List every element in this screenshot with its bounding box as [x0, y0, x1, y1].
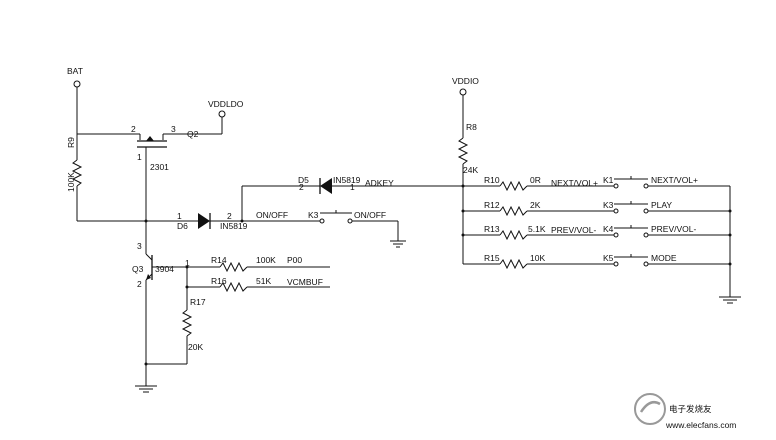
d6-ref: D6 [177, 221, 188, 231]
q3-emitter-pin: 2 [137, 279, 142, 289]
watermark: 电子发烧友 www.elecfans.com [634, 393, 736, 430]
r16-value: 51K [256, 276, 271, 286]
r8-value: 24K [463, 165, 478, 175]
resistor-r14: R14 100K P00 [187, 255, 330, 273]
q2-source-pin: 2 [131, 124, 136, 134]
key-row-play: R12 2K K3 PLAY [461, 200, 730, 217]
q2-ref: Q2 [187, 129, 199, 139]
r10-ref: R10 [484, 175, 500, 185]
k3-onoff-label: ON/OFF [354, 210, 386, 220]
r9-ref: R9 [66, 137, 76, 148]
q3-ref: Q3 [132, 264, 144, 274]
next-vol-up-net-label: NEXT/VOL+ [551, 178, 598, 188]
resistor-r9: R9 100K [66, 134, 83, 221]
d5-ref: D5 [298, 175, 309, 185]
r15-ref: R15 [484, 253, 500, 263]
onoff-net-label: ON/OFF [256, 210, 288, 220]
watermark-url: www.elecfans.com [665, 420, 736, 430]
d6-cathode-pin: 2 [227, 211, 232, 221]
resistor-r16: R16 51K VCMBUF [185, 265, 330, 310]
r12-value: 2K [530, 200, 541, 210]
ground-symbol [135, 362, 157, 393]
k4-ref: K4 [603, 224, 614, 234]
r14-ref: R14 [211, 255, 227, 265]
r14-value: 100K [256, 255, 276, 265]
d6-part: IN5819 [220, 221, 248, 231]
switch-k3-onoff: K3 ON/OFF [308, 210, 406, 248]
q2-part: 2301 [150, 162, 169, 172]
key-row-prev: R13 5.1K PREV/VOL- K4 PREV/VOL- [461, 224, 730, 241]
r9-value: 100K [66, 172, 76, 192]
diode-d6: 1 2 D6 IN5819 ON/OFF [77, 210, 320, 231]
d6-anode-pin: 1 [177, 211, 182, 221]
vddldo-label: VDDLDO [208, 99, 244, 109]
k1-ref: K1 [603, 175, 614, 185]
q3-base-pin: 1 [185, 258, 190, 268]
resistor-r8: R8 24K [457, 122, 478, 264]
vcmbuf-net-label: VCMBUF [287, 277, 323, 287]
bat-terminal: BAT [67, 66, 83, 134]
q2-drain-pin: 3 [171, 124, 176, 134]
r8-ref: R8 [466, 122, 477, 132]
k3-play-label: PLAY [651, 200, 672, 210]
adkey-net-label: ADKEY [365, 178, 394, 188]
key-row-mode: R15 10K K5 MODE [463, 253, 730, 270]
r15-value: 10K [530, 253, 545, 263]
k3-play-ref: K3 [603, 200, 614, 210]
p00-net-label: P00 [287, 255, 302, 265]
vddio-label: VDDIO [452, 76, 479, 86]
q2-gate-pin: 1 [137, 152, 142, 162]
vddldo-terminal: VDDLDO [208, 99, 244, 134]
watermark-logo-icon [634, 393, 666, 425]
r12-ref: R12 [484, 200, 500, 210]
k5-ref: K5 [603, 253, 614, 263]
r17-ref: R17 [190, 297, 206, 307]
key-bus-ground [719, 186, 741, 304]
k1-label: NEXT/VOL+ [651, 175, 698, 185]
k3-onoff-ref: K3 [308, 210, 319, 220]
k4-label: PREV/VOL- [651, 224, 697, 234]
r17-value: 20K [188, 342, 203, 352]
k5-label: MODE [651, 253, 677, 263]
diode-d5: D5 2 IN5819 1 ADKEY [240, 175, 463, 223]
resistor-r17: R17 20K [146, 297, 206, 365]
vddio-terminal: VDDIO [452, 76, 479, 123]
q3-part: 3904 [155, 264, 174, 274]
mosfet-q2: 2 3 Q2 1 2301 [77, 124, 222, 243]
q3-collector-pin: 3 [137, 241, 142, 251]
r13-ref: R13 [484, 224, 500, 234]
watermark-logo-text: 电子发烧友 [669, 404, 712, 414]
d5-cathode-pin: 2 [299, 182, 304, 192]
key-row-next: R10 0R NEXT/VOL+ K1 NEXT/VOL+ [463, 175, 730, 192]
r16-ref: R16 [211, 276, 227, 286]
bat-label: BAT [67, 66, 83, 76]
d5-part: IN5819 [333, 175, 361, 185]
prev-vol-down-net-label: PREV/VOL- [551, 225, 597, 235]
r10-value: 0R [530, 175, 541, 185]
r13-value: 5.1K [528, 224, 546, 234]
transistor-q3: 3 1 Q3 3904 2 [132, 241, 190, 364]
d5-anode-pin: 1 [350, 182, 355, 192]
